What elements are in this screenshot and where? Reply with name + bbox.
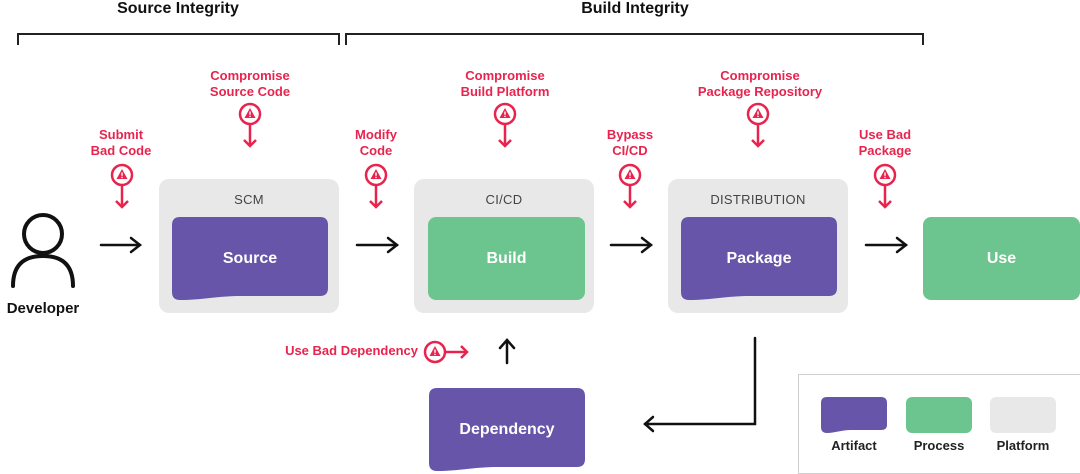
arrow-package-to-use xyxy=(864,236,909,254)
legend-platform-swatch xyxy=(990,397,1056,433)
source-integrity-heading: Source Integrity xyxy=(117,0,239,17)
dependency-label: Dependency xyxy=(459,420,555,438)
build-label: Build xyxy=(486,249,527,267)
threat-use-bad-dependency-label: Use Bad Dependency xyxy=(285,343,418,358)
legend-process-swatch xyxy=(906,397,972,433)
build-process: Build xyxy=(428,217,585,300)
use-label: Use xyxy=(986,249,1017,267)
source-label: Source xyxy=(222,249,278,267)
legend-process-label: Process xyxy=(913,438,965,453)
legend-platform-label: Platform xyxy=(996,438,1050,453)
warning-icon xyxy=(238,102,262,148)
warning-icon xyxy=(423,340,469,364)
arrow-dependency-to-build xyxy=(498,338,516,365)
warning-icon xyxy=(618,163,642,209)
warning-icon xyxy=(110,163,134,209)
cicd-label: CI/CD xyxy=(485,192,523,207)
legend-artifact-label: Artifact xyxy=(831,438,877,453)
dependency-artifact: Dependency xyxy=(429,388,585,471)
package-artifact: Package xyxy=(681,217,837,300)
build-integrity-bracket xyxy=(345,33,924,45)
developer-icon xyxy=(11,213,75,288)
source-integrity-bracket xyxy=(17,33,340,45)
scm-label: SCM xyxy=(234,192,264,207)
arrow-package-to-dependency xyxy=(643,336,757,433)
developer-label: Developer xyxy=(6,300,80,317)
arrow-developer-to-source xyxy=(99,236,143,254)
build-integrity-heading: Build Integrity xyxy=(581,0,689,17)
distribution-label: DISTRIBUTION xyxy=(710,192,806,207)
warning-icon xyxy=(364,163,388,209)
arrow-build-to-package xyxy=(609,236,654,254)
package-label: Package xyxy=(726,249,792,267)
warning-icon xyxy=(493,102,517,148)
warning-icon xyxy=(746,102,770,148)
source-artifact: Source xyxy=(172,217,328,300)
legend-artifact-swatch xyxy=(821,397,887,433)
arrow-source-to-build xyxy=(355,236,400,254)
use-process: Use xyxy=(923,217,1080,300)
warning-icon xyxy=(873,163,897,209)
